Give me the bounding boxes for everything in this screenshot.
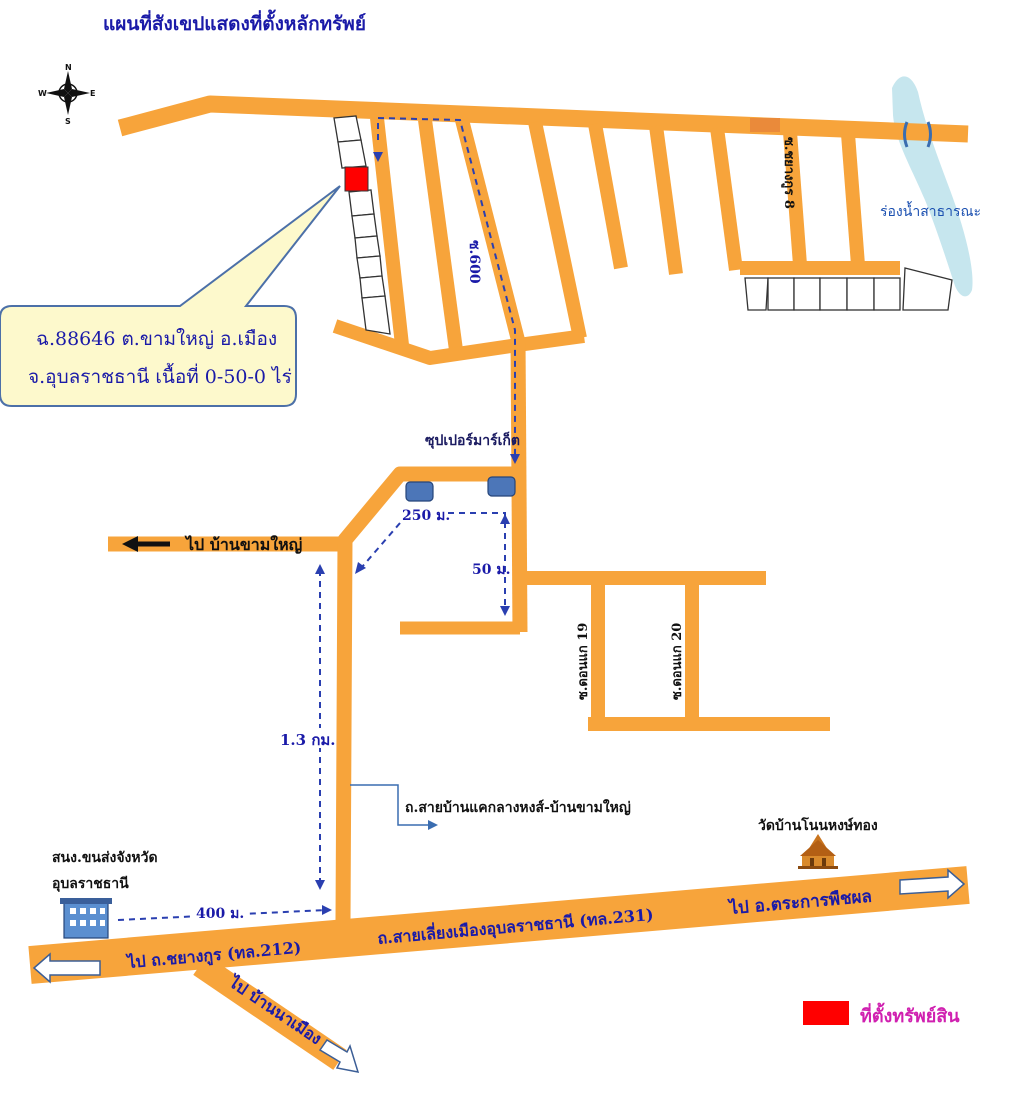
road-kae-klang-label: ถ.สายบ้านแคกลางหงส์-บ้านขามใหญ่ [405,798,631,816]
to-na-mueang-label: ไป บ้านนาเมือง [224,971,325,1048]
road-to-na-mueang [193,955,347,1070]
middle-roads [108,466,830,921]
property-marker [344,166,369,192]
distance-400-label: 400 ม. [196,906,244,922]
soi-19-label: ซ.ดอนแก 19 [576,623,591,700]
arrow-down-right-icon [318,1038,360,1073]
supermarket-label: ซุปเปอร์มาร์เก็ต [425,431,520,449]
distance-250-line [448,512,506,612]
arrow-left-head [122,536,138,552]
callout-line2: จ.อุบลราชธานี เนื้อที่ 0-50-0 ไร่ [28,363,292,389]
legend-label: ที่ตั้งทรัพย์สิน [860,1002,960,1027]
to-ban-kham-yai-label: ไป บ้านขามใหญ่ [184,535,302,555]
arrowhead-down [373,152,383,162]
distance-250-label: 250 ม. [402,508,450,524]
arrowhead-50 [500,606,510,616]
arrowhead-down-2 [510,454,520,464]
bridge-symbol [903,121,932,148]
arrowhead-1-3-top [315,564,325,574]
distance-1-3-label: 1.3 กม. [280,731,336,749]
branch-roads [332,117,900,365]
compass-w-label: W [38,89,47,98]
compass-rose-icon: N S E W [38,63,95,126]
compass-n-label: N [65,63,72,72]
arrowhead-1-3-bottom [315,880,325,890]
ring-road [28,866,970,984]
plot-row-right [744,267,953,311]
supermarket-icon [405,481,434,502]
office-label-2: อุบลราชธานี [52,876,129,892]
arrow-left-icon-ring [32,952,101,984]
soi-600-label: ซ.600 [466,240,482,284]
soi-8-label: ซ.ชยางกูร 8 [781,137,796,209]
water-label: ร่องน้ำสาธารณะ [880,201,981,220]
office-label-1: สนง.ขนส่งจังหวัด [52,850,158,866]
arrowhead-50-top [500,514,510,524]
temple-icon [798,834,838,869]
route-guide-top [377,116,516,460]
compass-e-label: E [90,89,95,98]
supermarket-icon-2 [487,476,516,497]
arrow-right-icon-ring [899,868,966,900]
road-pointer [350,784,432,826]
compass-s-label: S [65,117,71,126]
arrowhead-250 [355,562,366,574]
road-top [117,95,969,143]
map-title: แผนที่สังเขปแสดงที่ตั้งหลักทรัพย์ [103,9,366,35]
distance-50-label: 50 ม. [472,562,510,578]
distance-250-diag [361,522,401,568]
callout-line1: ฉ.88646 ต.ขามใหญ่ อ.เมือง [36,328,277,350]
public-waterway [892,76,973,297]
building-icon [60,898,112,939]
wat-label: วัดบ้านโนนหงษ์ทอง [758,816,878,834]
road-pointer-head [428,820,438,830]
bridge-marker [750,118,780,132]
arrowhead-400 [322,905,332,915]
soi-20-label: ซ.ดอนแก 20 [670,623,685,700]
road-600 [510,339,528,633]
legend-swatch [803,1001,849,1025]
plot-row-left [333,115,391,335]
property-callout: ฉ.88646 ต.ขามใหญ่ อ.เมือง จ.อุบลราชธานี … [0,185,341,407]
